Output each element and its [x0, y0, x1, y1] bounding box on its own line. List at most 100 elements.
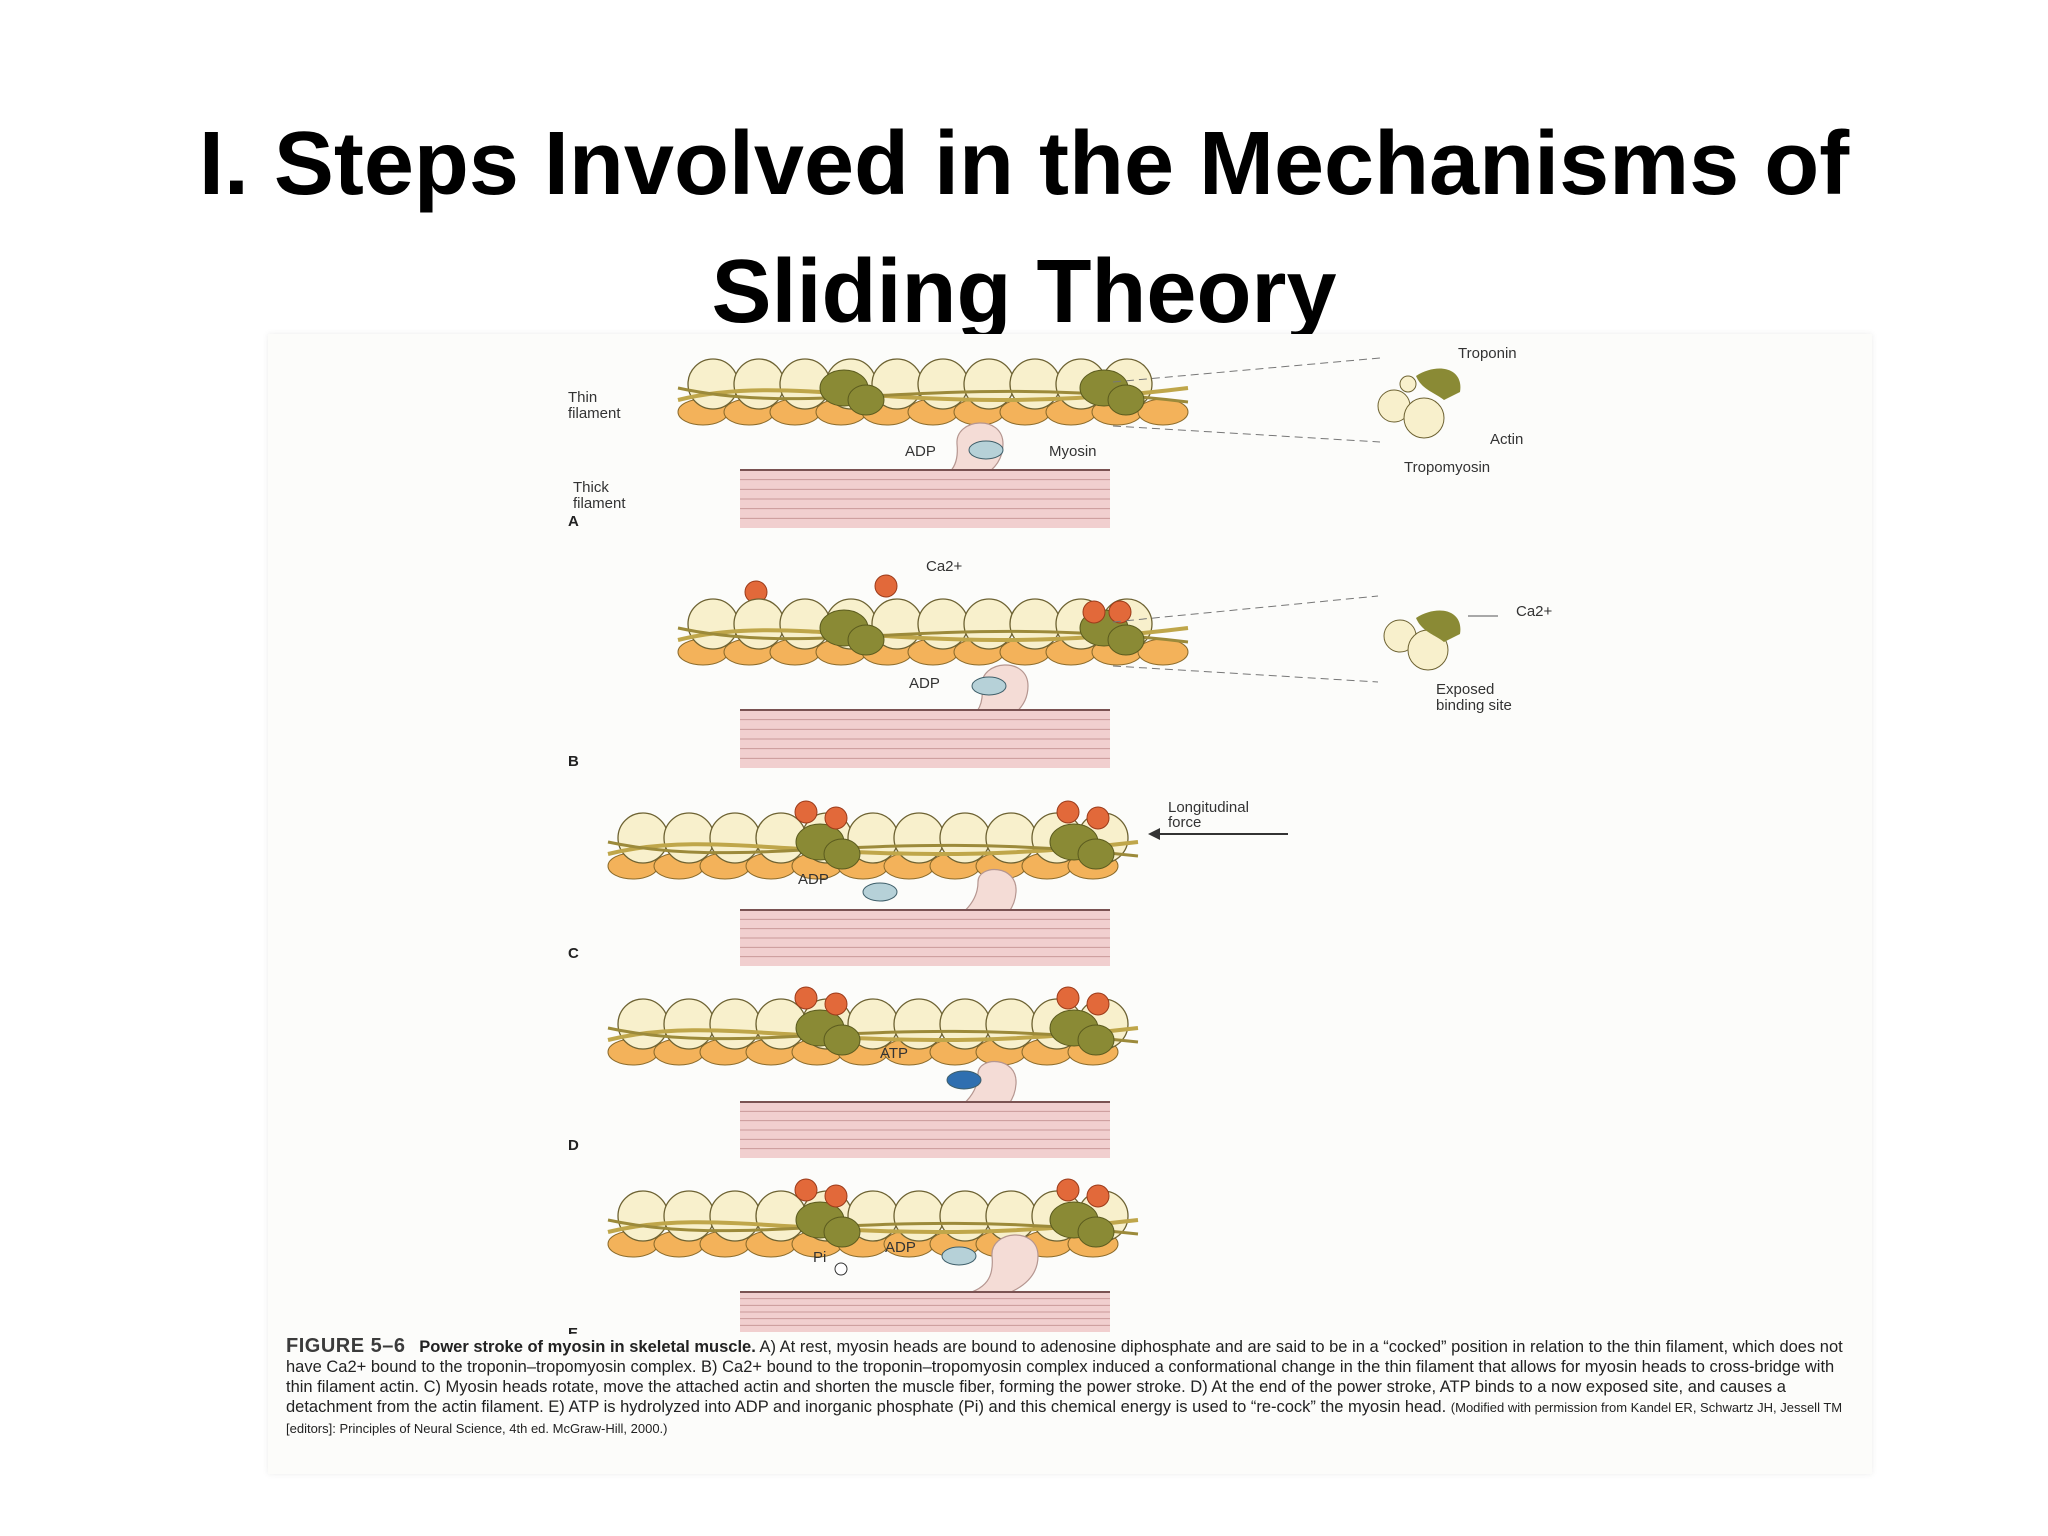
troponin-blob	[1077, 1024, 1115, 1056]
label-longitudinal-1: Longitudinal	[1168, 799, 1249, 816]
free-calcium-ion	[874, 574, 898, 598]
calcium-ion	[794, 1178, 818, 1202]
thin-filament-b	[677, 598, 1189, 666]
slide-title-line-2: Sliding Theory	[711, 242, 1337, 342]
panel-letter-b: B	[568, 753, 579, 770]
thick-filament-c	[740, 909, 1110, 966]
troponin-blob	[1107, 624, 1145, 656]
slide-title-line-1: I. Steps Involved in the Mechanisms of	[198, 114, 1850, 214]
actin-bead	[663, 1190, 715, 1242]
actin-bead-lower	[1137, 638, 1189, 666]
thin-filament-d	[607, 986, 1139, 1066]
caption-heading: Power stroke of myosin in skeletal muscl…	[419, 1338, 756, 1356]
calcium-ion	[1082, 600, 1106, 624]
caption-credit: (Modified with permission from Kandel ER…	[286, 1400, 1843, 1436]
thin-filament-a	[677, 358, 1189, 426]
calcium-ion	[1056, 800, 1080, 824]
label-thick-filament-1: Thick	[573, 479, 609, 496]
thick-filament-a	[740, 469, 1110, 528]
label-thin-filament-1: Thin	[568, 389, 597, 406]
troponin-blob	[823, 838, 861, 870]
actin-bead	[709, 1190, 761, 1242]
actin-bead	[663, 998, 715, 1050]
actin-bead	[709, 812, 761, 864]
troponin-blob	[847, 624, 885, 656]
actin-bead	[663, 812, 715, 864]
zoom-line	[1112, 665, 1379, 683]
inset-troponin	[1416, 610, 1461, 642]
actin-bead	[617, 998, 669, 1050]
calcium-ion	[1086, 1184, 1110, 1208]
troponin-blob	[1107, 384, 1145, 416]
panel-letter-d: D	[568, 1137, 579, 1154]
troponin-blob	[847, 384, 885, 416]
caption-figure-number: FIGURE 5–6	[286, 1335, 406, 1357]
calcium-ion	[1086, 806, 1110, 830]
actin-bead	[917, 358, 969, 410]
panel-letter-a: A	[568, 513, 579, 530]
calcium-ion	[1108, 600, 1132, 624]
calcium-ion	[794, 800, 818, 824]
troponin-blob	[1077, 838, 1115, 870]
thick-filament-e	[740, 1291, 1110, 1332]
label-atp: ATP	[880, 1045, 908, 1062]
sliding-filament-figure: Thin filament Thick filament ADP Myosin …	[568, 345, 1553, 1334]
zoom-line	[1112, 425, 1381, 443]
caption-body: A) At rest, myosin heads are bound to ad…	[286, 1338, 1843, 1416]
label-exposed-1: Exposed	[1436, 681, 1494, 698]
label-pi: Pi	[813, 1249, 826, 1266]
actin-bead	[687, 598, 739, 650]
calcium-ion	[1086, 992, 1110, 1016]
inset-troponin	[1416, 368, 1461, 400]
actin-bead	[617, 812, 669, 864]
thick-filament-d	[740, 1101, 1110, 1158]
adp-molecule-c	[862, 882, 898, 902]
label-ca2-b: Ca2+	[926, 558, 963, 575]
label-troponin: Troponin	[1458, 345, 1517, 362]
slide-title: I. Steps Involved in the Mechanisms of S…	[0, 100, 2048, 356]
actin-bead	[985, 1190, 1037, 1242]
troponin-blob	[823, 1024, 861, 1056]
actin-bead	[985, 998, 1037, 1050]
phosphate-molecule	[834, 1262, 848, 1276]
label-actin: Actin	[1490, 431, 1523, 448]
figure-panels	[607, 357, 1498, 1332]
actin-bead	[687, 358, 739, 410]
label-thick-filament-2: filament	[573, 495, 626, 512]
calcium-ion	[824, 992, 848, 1016]
inset-actin	[1403, 397, 1445, 439]
troponin-blob	[1077, 1216, 1115, 1248]
label-ca2-inset: Ca2+	[1516, 603, 1553, 620]
actin-bead	[985, 812, 1037, 864]
thin-filament-c	[607, 800, 1139, 880]
actin-bead	[917, 598, 969, 650]
textbook-figure: Thin filament Thick filament ADP Myosin …	[268, 334, 1872, 1474]
actin-bead	[733, 358, 785, 410]
actin-bead	[709, 998, 761, 1050]
label-longitudinal-2: force	[1168, 814, 1201, 831]
actin-bead	[733, 598, 785, 650]
calcium-ion	[1056, 1178, 1080, 1202]
thick-filament-b	[740, 709, 1110, 768]
label-myosin: Myosin	[1049, 443, 1097, 460]
actin-bead	[617, 1190, 669, 1242]
adp-molecule-b	[971, 676, 1007, 696]
calcium-ion	[824, 1184, 848, 1208]
calcium-ion	[824, 806, 848, 830]
thin-filament-e	[607, 1178, 1139, 1258]
calcium-ion	[794, 986, 818, 1010]
force-arrowhead	[1148, 828, 1160, 840]
zoom-line	[1112, 357, 1381, 383]
panel-letter-c: C	[568, 945, 579, 962]
label-exposed-2: binding site	[1436, 697, 1512, 714]
adp-molecule-a	[968, 440, 1004, 460]
troponin-blob	[823, 1216, 861, 1248]
adp-molecule-e	[941, 1246, 977, 1266]
label-adp-b: ADP	[909, 675, 940, 692]
figure-caption: FIGURE 5–6 Power stroke of myosin in ske…	[286, 1336, 1856, 1439]
calcium-ion	[1056, 986, 1080, 1010]
label-adp-a: ADP	[905, 443, 936, 460]
label-thin-filament-2: filament	[568, 405, 621, 422]
actin-bead-lower	[1137, 398, 1189, 426]
panel-letter-e: E	[568, 1325, 578, 1334]
